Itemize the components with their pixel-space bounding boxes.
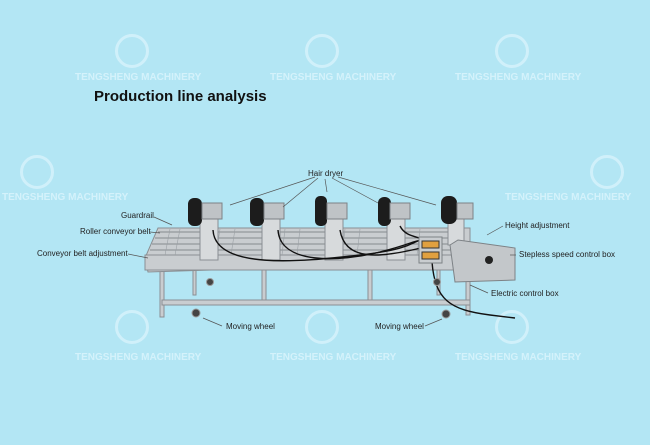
page-title: Production line analysis xyxy=(94,88,267,105)
watermark-text: TENGSHENG MACHINERY xyxy=(270,352,397,363)
hair-dryer xyxy=(315,196,348,261)
watermark-logo xyxy=(115,310,149,344)
label-stepless-speed-control-box: Stepless speed control box xyxy=(519,250,616,259)
watermark-logo xyxy=(495,310,529,344)
watermark-logo xyxy=(305,310,339,344)
watermark-text: TENGSHENG MACHINERY xyxy=(505,192,632,203)
label-height-adjustment: Height adjustment xyxy=(505,221,570,230)
watermark-text: TENGSHENG MACHINERY xyxy=(75,72,202,83)
electric-control-box xyxy=(418,236,443,264)
watermark-logo xyxy=(495,34,529,68)
watermark-text: TENGSHENG MACHINERY xyxy=(2,192,129,203)
watermark-text: TENGSHENG MACHINERY xyxy=(455,352,582,363)
watermark-logo xyxy=(20,155,54,189)
hair-dryer xyxy=(250,198,285,261)
label-electric-control-box: Electric control box xyxy=(491,289,559,298)
hair-dryer xyxy=(188,198,223,261)
label-roller-conveyor-belt: Roller conveyor belt xyxy=(80,227,151,236)
hair-dryer xyxy=(441,196,474,246)
label-guardrail: Guardrail xyxy=(121,211,154,220)
label-moving-wheel: Moving wheel xyxy=(375,322,424,331)
label-hair-dryer: Hair dryer xyxy=(308,169,344,178)
watermark-logo xyxy=(590,155,624,189)
label-conveyor-belt-adjustment: Conveyor belt adjustment xyxy=(37,249,128,258)
watermark-logo xyxy=(115,34,149,68)
watermark-text: TENGSHENG MACHINERY xyxy=(455,72,582,83)
watermark-logo xyxy=(305,34,339,68)
stepless-speed-control-box xyxy=(449,239,516,283)
label-moving-wheel: Moving wheel xyxy=(226,322,275,331)
watermark-text: TENGSHENG MACHINERY xyxy=(270,72,397,83)
watermark-text: TENGSHENG MACHINERY xyxy=(75,352,202,363)
